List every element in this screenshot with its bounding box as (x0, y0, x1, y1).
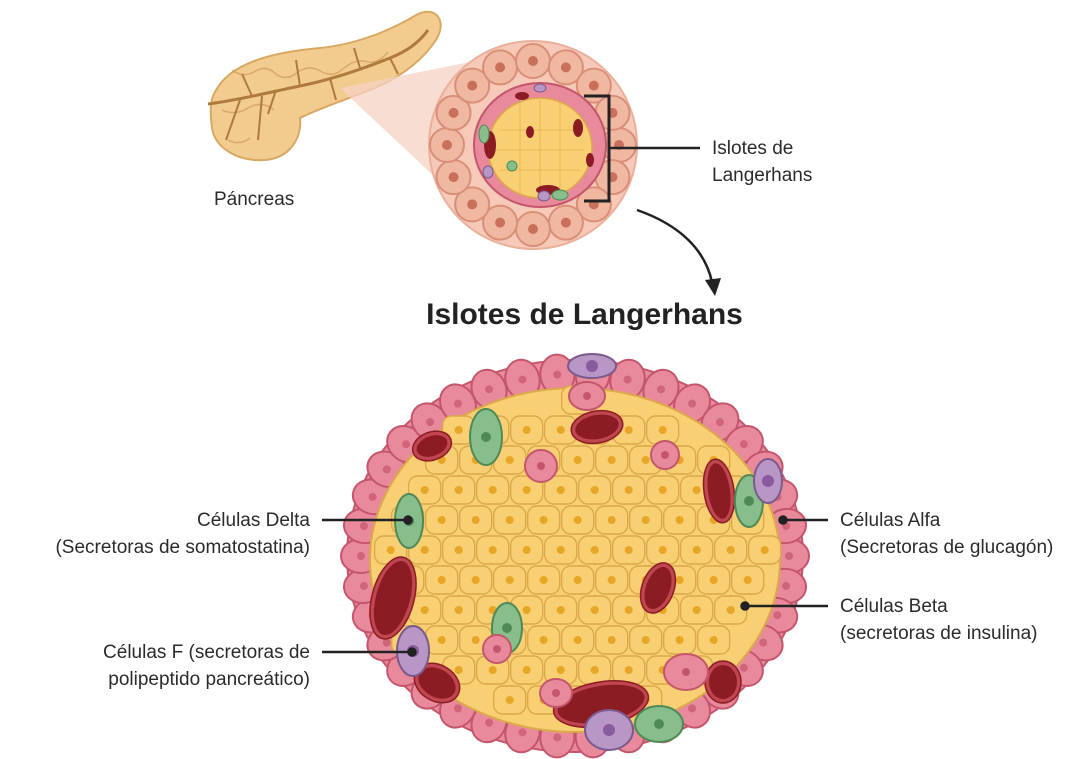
arrow-icon (637, 210, 721, 296)
large-islet (341, 353, 809, 758)
beta-cells-label: Células Beta (secretoras de insulina) (840, 593, 1037, 647)
f-cells-label: Células F (secretoras de polipeptido pan… (103, 639, 310, 693)
delta-cells-label: Células Delta (Secretoras de somatostati… (55, 507, 310, 561)
pancreas-label: Páncreas (214, 186, 294, 213)
islet-detail-illustration (429, 41, 700, 249)
page-title: Islotes de Langerhans (0, 298, 1092, 332)
alpha-cells-label: Células Alfa (Secretoras de glucagón) (840, 507, 1053, 561)
islets-small-label: Islotes de Langerhans (712, 135, 812, 189)
